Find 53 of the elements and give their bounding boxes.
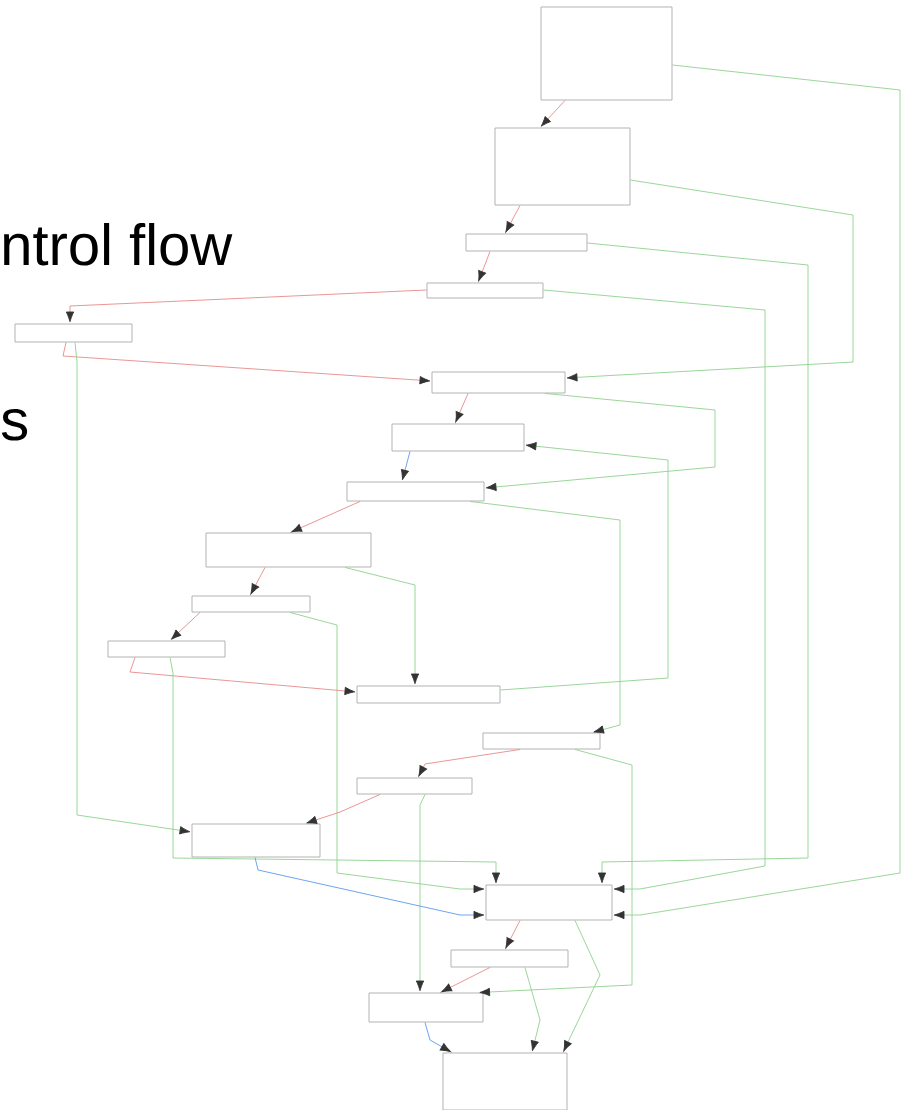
arrow [587,242,809,884]
arrow [291,501,361,533]
arrow [74,342,191,835]
arrow [441,967,491,993]
code-block-box [482,732,601,750]
arrow [170,612,201,640]
arrow [129,657,356,696]
arrow [563,920,601,1052]
arrow [289,612,485,894]
arrow [478,251,491,282]
arrow [543,289,766,894]
arrow [566,179,854,382]
arrow [344,567,420,685]
arrow [254,857,485,920]
code-block-box [205,532,372,568]
code-block-box [391,423,525,452]
code-block-box [485,884,613,921]
code-block-box [191,823,321,858]
arrow [479,749,633,997]
arrow [250,567,266,595]
code-block-box [426,282,544,299]
code-block-box [450,949,569,968]
code-block-box [191,595,311,613]
code-block-box [465,233,588,252]
arrow [424,1022,451,1053]
code-block-box [442,1052,568,1110]
code-block-box [494,127,631,206]
code-block-box [346,481,485,502]
code-block-box [356,777,473,795]
code-block-box [14,323,133,343]
arrow [524,967,541,1052]
code-block-box [540,6,673,101]
arrow [169,657,501,884]
arrow [485,393,716,492]
arrow [540,100,566,127]
slide-text: s [1,408,28,441]
arrow [505,205,521,233]
arrow [500,442,669,691]
arrow [418,749,521,777]
code-block-box [368,992,484,1023]
code-block-box [107,640,226,658]
arrow [455,393,469,423]
slide-text: ntrol flow [4,222,233,266]
arrow [505,920,521,949]
arrow [65,289,427,323]
code-block-box [356,685,501,704]
code-block-box [431,371,566,394]
arrow [415,794,426,992]
arrow [62,342,431,385]
arrow [469,501,621,734]
arrow [400,451,411,481]
arrow [306,794,381,824]
arrow [613,64,901,920]
